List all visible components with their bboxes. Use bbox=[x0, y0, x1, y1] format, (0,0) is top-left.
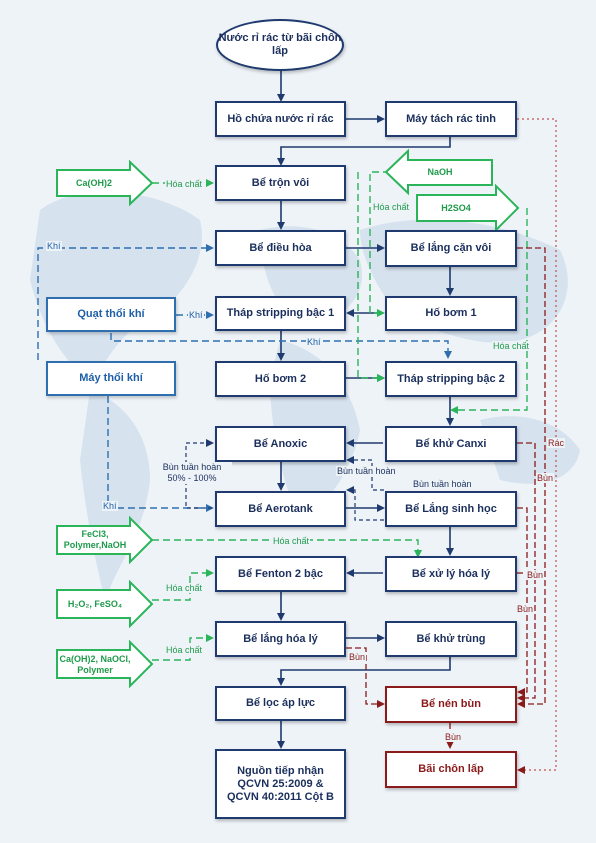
label-recirculation: Bùn tuần hoàn bbox=[336, 466, 397, 476]
sludge-thickener: Bể nén bùn bbox=[385, 686, 517, 723]
chem-arrow-naoh bbox=[384, 148, 493, 196]
biological-settling-tank: Bể Lắng sinh học bbox=[385, 491, 517, 527]
label-chemical: Hóa chất bbox=[165, 179, 204, 189]
chem-naoh-stripping2 bbox=[357, 172, 385, 382]
chem-naoh-pump1 bbox=[369, 171, 390, 317]
label-chemical: Hóa chất bbox=[165, 645, 204, 655]
lime-mixing-tank: Bể trộn vôi bbox=[215, 165, 346, 201]
fine-screen: Máy tách rác tinh bbox=[385, 101, 517, 137]
arrow-screen-limemix bbox=[277, 137, 451, 166]
sludge-biosettling bbox=[517, 507, 528, 696]
label-trash: Rác bbox=[547, 438, 566, 448]
chem-arrow-h2so4 bbox=[416, 183, 520, 233]
stripping-tower-1: Tháp stripping bậc 1 bbox=[215, 296, 346, 331]
label-recirculation: Bùn tuần hoàn bbox=[412, 479, 473, 489]
chem-fecl3-label: FeCl3, Polymer,NaOH bbox=[63, 529, 127, 550]
air-fan-stripping2 bbox=[110, 333, 452, 359]
disinfection-tank: Bể khử trùng bbox=[385, 621, 517, 657]
chem-h2so4-label: H2SO4 bbox=[441, 202, 471, 213]
chem-caoh2-naocl-label: Ca(OH)2, NaOCl, Polymer bbox=[59, 654, 131, 675]
receiving-source: Nguồn tiếp nhận QCVN 25:2009 & QCVN 40:2… bbox=[215, 749, 346, 819]
chem-naoh-label: NaOH bbox=[427, 166, 453, 177]
chem-h2so4-decalc bbox=[450, 208, 528, 414]
physicochemical-tank: Bể xử lý hóa lý bbox=[385, 556, 517, 592]
pump-pit-2: Hố bơm 2 bbox=[215, 361, 346, 397]
label-air: Khí bbox=[306, 337, 322, 347]
equalization-tank: Bể điều hòa bbox=[215, 230, 346, 266]
label-sludge: Bùn bbox=[536, 473, 555, 483]
label-chemical: Hóa chất bbox=[372, 202, 411, 212]
chem-arrow-caoh2 bbox=[56, 159, 154, 207]
label-air: Khí bbox=[102, 501, 118, 511]
chem-caoh2-label: Ca(OH)2 bbox=[75, 177, 112, 188]
label-sludge: Bùn bbox=[516, 604, 535, 614]
stripping-tower-2: Tháp stripping bậc 2 bbox=[385, 361, 517, 397]
decalcification-tank: Bể khử Canxi bbox=[385, 426, 517, 462]
holding-tank: Hồ chứa nước rỉ rác bbox=[215, 101, 346, 137]
recirc-biosettling-aerotank bbox=[346, 486, 384, 521]
chem-h2o2-label: H₂O₂, FeSO₄ bbox=[67, 598, 123, 609]
pump-pit-1: Hố bơm 1 bbox=[385, 296, 517, 331]
fenton-tank: Bể Fenton 2 bậc bbox=[215, 556, 346, 592]
label-recirculation-percent: Bùn tuần hoàn 50% - 100% bbox=[152, 462, 232, 484]
landfill: Bãi chôn lấp bbox=[385, 751, 517, 788]
chem-arrow-caoh2naocl bbox=[56, 639, 154, 689]
label-air: Khí bbox=[46, 241, 62, 251]
label-sludge: Bùn bbox=[444, 732, 463, 742]
chem-fecl3-physchem bbox=[152, 539, 422, 558]
label-chemical: Hóa chất bbox=[165, 583, 204, 593]
label-chemical: Hóa chất bbox=[272, 536, 311, 546]
label-sludge: Bùn bbox=[526, 570, 545, 580]
label-air: Khí bbox=[188, 310, 204, 320]
air-equalization bbox=[37, 244, 214, 360]
chemical-arrow-shapes bbox=[56, 148, 520, 689]
source-node: Nước rỉ rác từ bãi chôn lấp bbox=[216, 19, 344, 71]
lime-settling-tank: Bể lắng cặn vôi bbox=[385, 230, 517, 267]
chem-arrow-fecl3 bbox=[56, 515, 154, 565]
chemical-settling-tank: Bể lắng hóa lý bbox=[215, 621, 346, 657]
pressure-filter: Bể lọc áp lực bbox=[215, 686, 346, 721]
aerotank: Bể Aerotank bbox=[215, 491, 346, 527]
air-blower-aerotank bbox=[107, 396, 214, 512]
air-blower: Máy thổi khí bbox=[46, 361, 176, 396]
blower-fan: Quạt thổi khí bbox=[46, 297, 176, 332]
label-sludge: Bùn bbox=[348, 652, 367, 662]
sludge-chemsettling bbox=[346, 647, 385, 708]
label-chemical: Hóa chất bbox=[492, 341, 531, 351]
chem-arrow-h2o2 bbox=[56, 579, 154, 629]
anoxic-tank: Bể Anoxic bbox=[215, 426, 346, 462]
